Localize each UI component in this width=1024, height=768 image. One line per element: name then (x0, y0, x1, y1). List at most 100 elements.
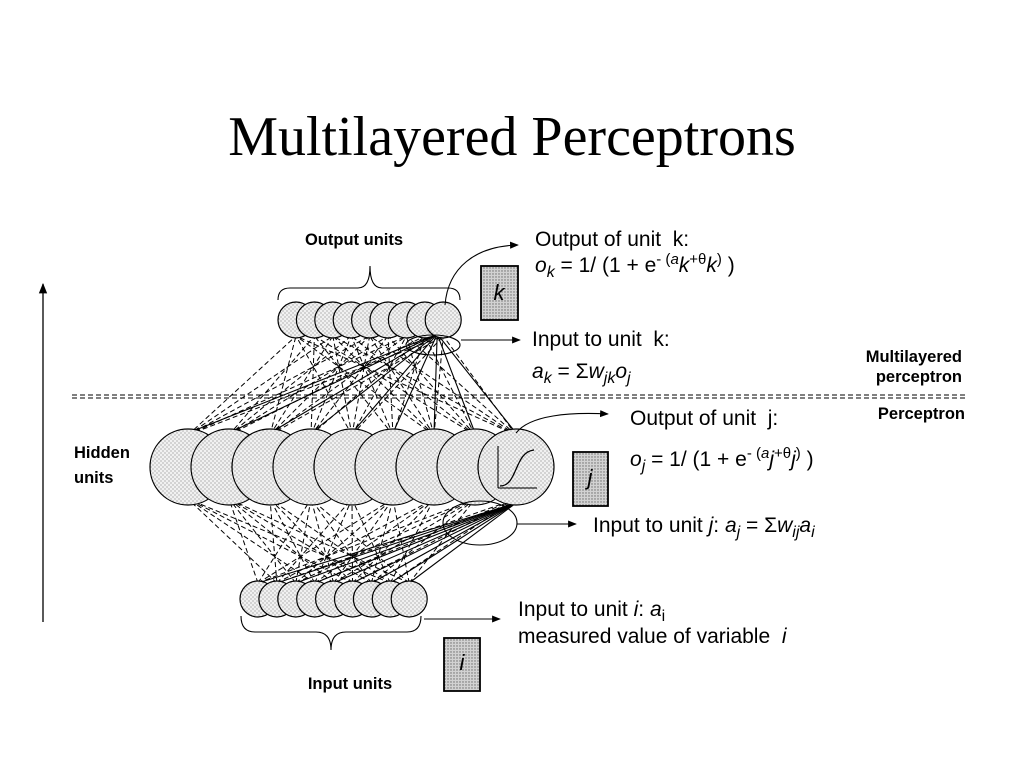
connection-line (187, 498, 353, 584)
connection-line (310, 335, 389, 436)
connection-line (187, 335, 297, 436)
connection-line (351, 335, 444, 436)
connection-line (187, 335, 444, 436)
weight-line-to-j (295, 502, 517, 584)
connection-line (310, 335, 352, 436)
weight-line-to-j (390, 502, 517, 584)
weight-line-to-k (436, 333, 517, 434)
sigmoid-icon (497, 446, 537, 489)
connection-line (257, 498, 394, 584)
weight-line-to-j (276, 502, 517, 584)
weight-line-to-k (433, 333, 438, 434)
connection-line (390, 498, 517, 584)
connection-line (351, 498, 353, 584)
connection-line (187, 498, 278, 584)
connection-line (187, 335, 334, 436)
connection-line (310, 498, 335, 584)
connection-line (332, 335, 353, 436)
connection-line (269, 335, 370, 436)
layer-separator (72, 394, 965, 399)
connection-line (187, 498, 315, 584)
connection-line (295, 335, 435, 436)
connection-line (269, 335, 444, 436)
input-unit (390, 580, 428, 618)
connection-line (310, 498, 372, 584)
connection-line (405, 335, 435, 436)
connection-line (370, 498, 394, 584)
input-j-formula: Input to unit j: aj = Σwijai (593, 514, 815, 541)
perceptron-label: Perceptron (878, 405, 965, 423)
unit-box-j: j (572, 451, 609, 507)
output-k-formula: ok = 1/ (1 + e- (ak+θk) ) (535, 251, 735, 281)
input-j-highlight (442, 500, 518, 546)
connection-line (369, 335, 517, 436)
connection-line (332, 335, 517, 436)
connection-line (371, 498, 476, 584)
output-layer (277, 301, 462, 339)
hidden-unit (477, 428, 555, 506)
connection-line (333, 498, 476, 584)
output-k-heading: Output of unit k: (535, 228, 689, 251)
connection-line (269, 498, 316, 584)
connection-line (433, 335, 444, 436)
connection-line (387, 335, 476, 436)
input-i-line2: measured value of variable i (518, 625, 788, 648)
connection-line (424, 335, 476, 436)
connection-line (269, 498, 391, 584)
input-layer (239, 580, 428, 618)
connection-line (314, 498, 517, 584)
weight-line-to-k (310, 333, 438, 434)
connection-line (228, 335, 352, 436)
connection-line (276, 498, 517, 584)
unit-box-i: i (443, 637, 481, 692)
unit-box-k: k (480, 265, 519, 321)
input-k-highlight (405, 334, 461, 356)
connection-line (295, 498, 476, 584)
connection-line (351, 335, 371, 436)
weight-line-to-k (392, 333, 438, 434)
output-units-brace (277, 265, 461, 301)
connection-line (406, 335, 517, 436)
output-j-formula: oj = 1/ (1 + e- (aj+θj) ) (630, 445, 814, 475)
connection-line (332, 335, 435, 436)
input-i-line1: Input to unit i: ai (518, 598, 665, 625)
connections-solid (187, 333, 517, 584)
connection-line (310, 498, 410, 584)
connection-line (228, 498, 410, 584)
connection-line (228, 335, 315, 436)
hidden-units-label-line1: Hidden (74, 444, 130, 462)
hidden-units-label-line2: units (74, 469, 113, 487)
connection-line (314, 335, 394, 436)
connection-line (269, 335, 334, 436)
svg-text:j: j (585, 465, 594, 490)
connection-line (351, 335, 407, 436)
connection-line (187, 335, 370, 436)
connection-line (310, 335, 315, 436)
weight-line-to-k (187, 333, 438, 434)
weight-line-to-j (352, 502, 517, 584)
hidden-layer (149, 428, 555, 506)
connection-line (295, 335, 353, 436)
connection-line (276, 498, 435, 584)
connection-line (350, 335, 476, 436)
multilayered-label-line2: perceptron (876, 368, 962, 386)
connection-line (269, 498, 353, 584)
input-units-label: Input units (308, 675, 392, 693)
output-units-label: Output units (305, 231, 403, 249)
input-k-heading: Input to unit k: (532, 328, 670, 351)
connection-line (269, 335, 407, 436)
weight-line-to-j (257, 502, 517, 584)
weight-line-to-j (333, 502, 517, 584)
connection-line (269, 498, 278, 584)
connection-line (228, 498, 297, 584)
output-j-heading: Output of unit j: (630, 407, 778, 430)
svg-text:k: k (494, 280, 506, 305)
connection-line (228, 498, 334, 584)
connection-line (295, 498, 394, 584)
weight-line-to-j (314, 502, 517, 584)
connection-line (314, 498, 353, 584)
connection-line (295, 498, 312, 584)
output-k-arrow (444, 241, 519, 306)
connection-line (333, 498, 394, 584)
